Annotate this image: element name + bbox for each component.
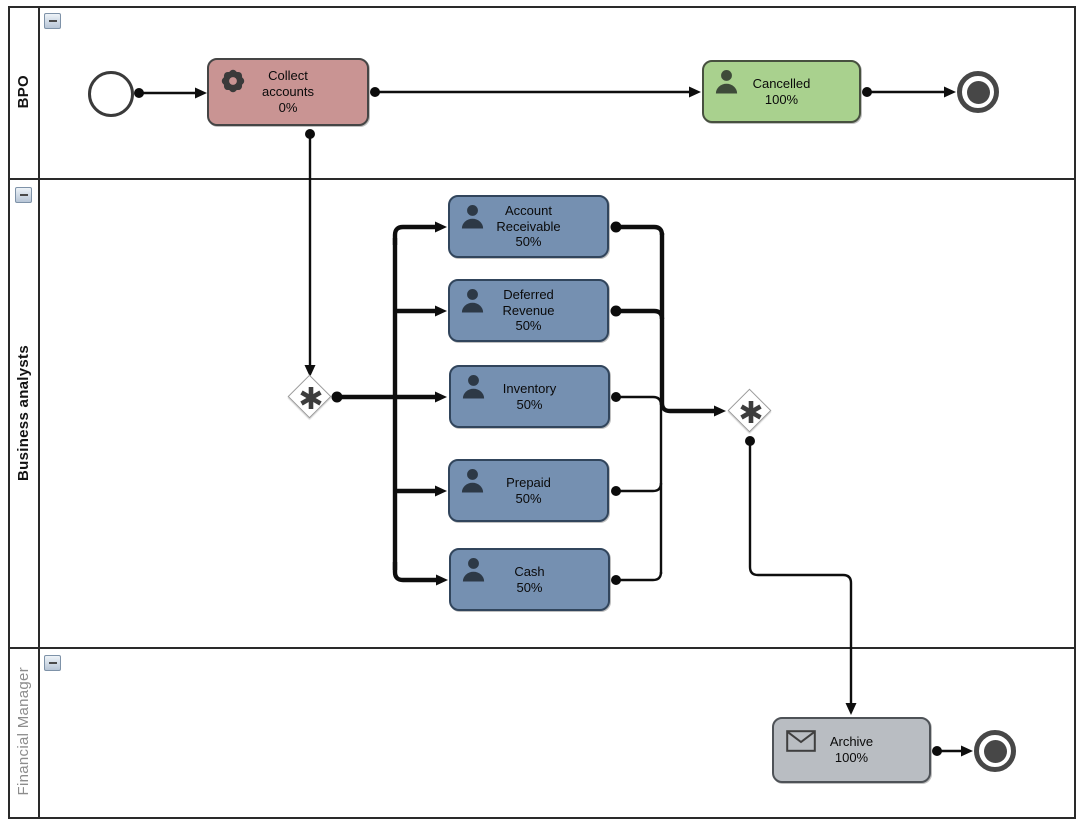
- task-label: Cancelled 100%: [752, 75, 811, 107]
- collapse-lane-analysts-button[interactable]: [15, 187, 32, 203]
- task-cash[interactable]: Cash 50%: [449, 548, 610, 611]
- collapse-lane-bpo-button[interactable]: [44, 13, 61, 29]
- task-label: Deferred Revenue 50%: [502, 286, 555, 334]
- lane-separator-2: [8, 647, 1076, 649]
- task-label: Cash 50%: [514, 563, 545, 595]
- complex-gateway-asterisk-icon: [740, 401, 762, 423]
- task-cancelled[interactable]: Cancelled 100%: [702, 60, 861, 123]
- task-prepaid[interactable]: Prepaid 50%: [448, 459, 609, 522]
- end-event-bpo[interactable]: [957, 71, 999, 113]
- task-label: Prepaid 50%: [506, 474, 551, 506]
- lane-header-divider: [38, 6, 40, 819]
- lane-separator-1: [8, 178, 1076, 180]
- user-icon: [714, 69, 739, 99]
- end-event-financial[interactable]: [974, 730, 1016, 772]
- task-collect-accounts[interactable]: Collect accounts 0%: [207, 58, 369, 126]
- minus-icon: [19, 194, 28, 196]
- complex-gateway-asterisk-icon: [300, 387, 322, 409]
- user-icon: [460, 468, 485, 498]
- start-event[interactable]: [88, 71, 134, 117]
- task-label: Archive 100%: [829, 734, 874, 765]
- user-icon: [460, 204, 485, 234]
- user-icon: [460, 288, 485, 318]
- message-envelope-icon: [786, 730, 816, 757]
- task-deferred-revenue[interactable]: Deferred Revenue 50%: [448, 279, 609, 342]
- minus-icon: [48, 662, 57, 664]
- user-icon: [461, 374, 486, 404]
- task-label: Inventory 50%: [502, 380, 557, 412]
- pool-border: [8, 6, 1076, 819]
- task-label: Collect accounts 0%: [261, 68, 315, 115]
- task-inventory[interactable]: Inventory 50%: [449, 365, 610, 428]
- collapse-lane-manager-button[interactable]: [44, 655, 61, 671]
- task-archive[interactable]: Archive 100%: [772, 717, 931, 783]
- gear-icon: [219, 67, 247, 100]
- task-label: Account Receivable 50%: [496, 202, 561, 250]
- user-icon: [461, 557, 486, 587]
- minus-icon: [48, 20, 57, 22]
- task-account-receivable[interactable]: Account Receivable 50%: [448, 195, 609, 258]
